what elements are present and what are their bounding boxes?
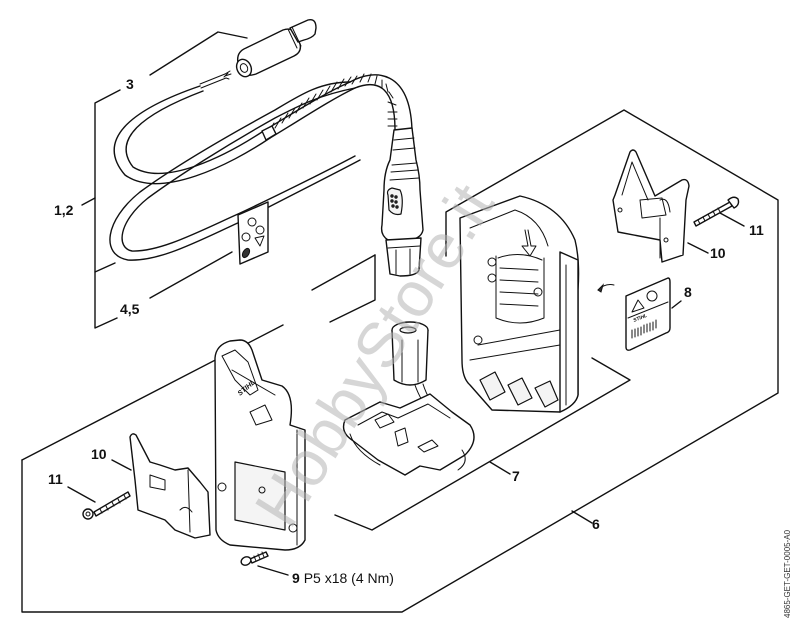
part-3-wire-end xyxy=(199,70,232,89)
part-8-label[interactable]: STIHL xyxy=(597,277,671,351)
callout-leaders xyxy=(67,212,745,576)
callout-1-2: 1,2 xyxy=(54,202,74,218)
bracket-1-2-inner xyxy=(94,262,116,273)
corrugated-hose xyxy=(267,73,398,134)
callout-3: 3 xyxy=(126,76,134,92)
callout-9-spec: P5 x18 (4 Nm) xyxy=(303,570,394,586)
callout-11-right: 11 xyxy=(749,222,764,238)
bracket-3-leader xyxy=(149,31,248,76)
part-11-screw-right[interactable] xyxy=(693,196,740,227)
part-3-plug[interactable] xyxy=(234,18,317,79)
leader-1-2 xyxy=(81,197,96,206)
part-9-screw[interactable] xyxy=(240,551,269,567)
leader-7 xyxy=(489,461,511,475)
bracket-lines xyxy=(21,31,779,613)
callout-9-number: 9 xyxy=(292,570,300,586)
rear-housing[interactable] xyxy=(459,195,580,413)
label-brand-text: STIHL xyxy=(633,313,649,324)
adapter-socket xyxy=(391,321,443,421)
leader-6 xyxy=(571,510,593,524)
part-7-mounting-plate[interactable] xyxy=(342,393,475,476)
part-6-front-cover[interactable]: STIHL xyxy=(214,339,306,551)
callout-11-left: 11 xyxy=(48,471,63,487)
callout-9: 9 P5 x18 (4 Nm) xyxy=(292,571,394,585)
bracket-1-2 xyxy=(94,89,121,329)
bracket-6 xyxy=(21,109,779,613)
bracket-7-top xyxy=(311,254,376,291)
callout-8: 8 xyxy=(684,284,692,300)
bracket-7-left xyxy=(329,254,376,323)
cable-coupling[interactable] xyxy=(380,127,424,277)
part-11-screw-left[interactable] xyxy=(82,491,131,520)
part-10-clip-right[interactable] xyxy=(612,149,690,263)
part-10-clip-left[interactable] xyxy=(129,433,211,539)
bracket-4-5-leader xyxy=(149,251,233,299)
callout-10-left: 10 xyxy=(91,446,107,462)
callout-7: 7 xyxy=(512,468,520,484)
reference-code: 4865-GET-GET-0005-A0 xyxy=(783,529,792,618)
bracket-7 xyxy=(334,357,631,531)
part-4-5-decal[interactable] xyxy=(237,201,269,265)
callout-10-right: 10 xyxy=(710,245,726,261)
callout-4-5: 4,5 xyxy=(120,301,140,317)
callout-6: 6 xyxy=(592,516,600,532)
